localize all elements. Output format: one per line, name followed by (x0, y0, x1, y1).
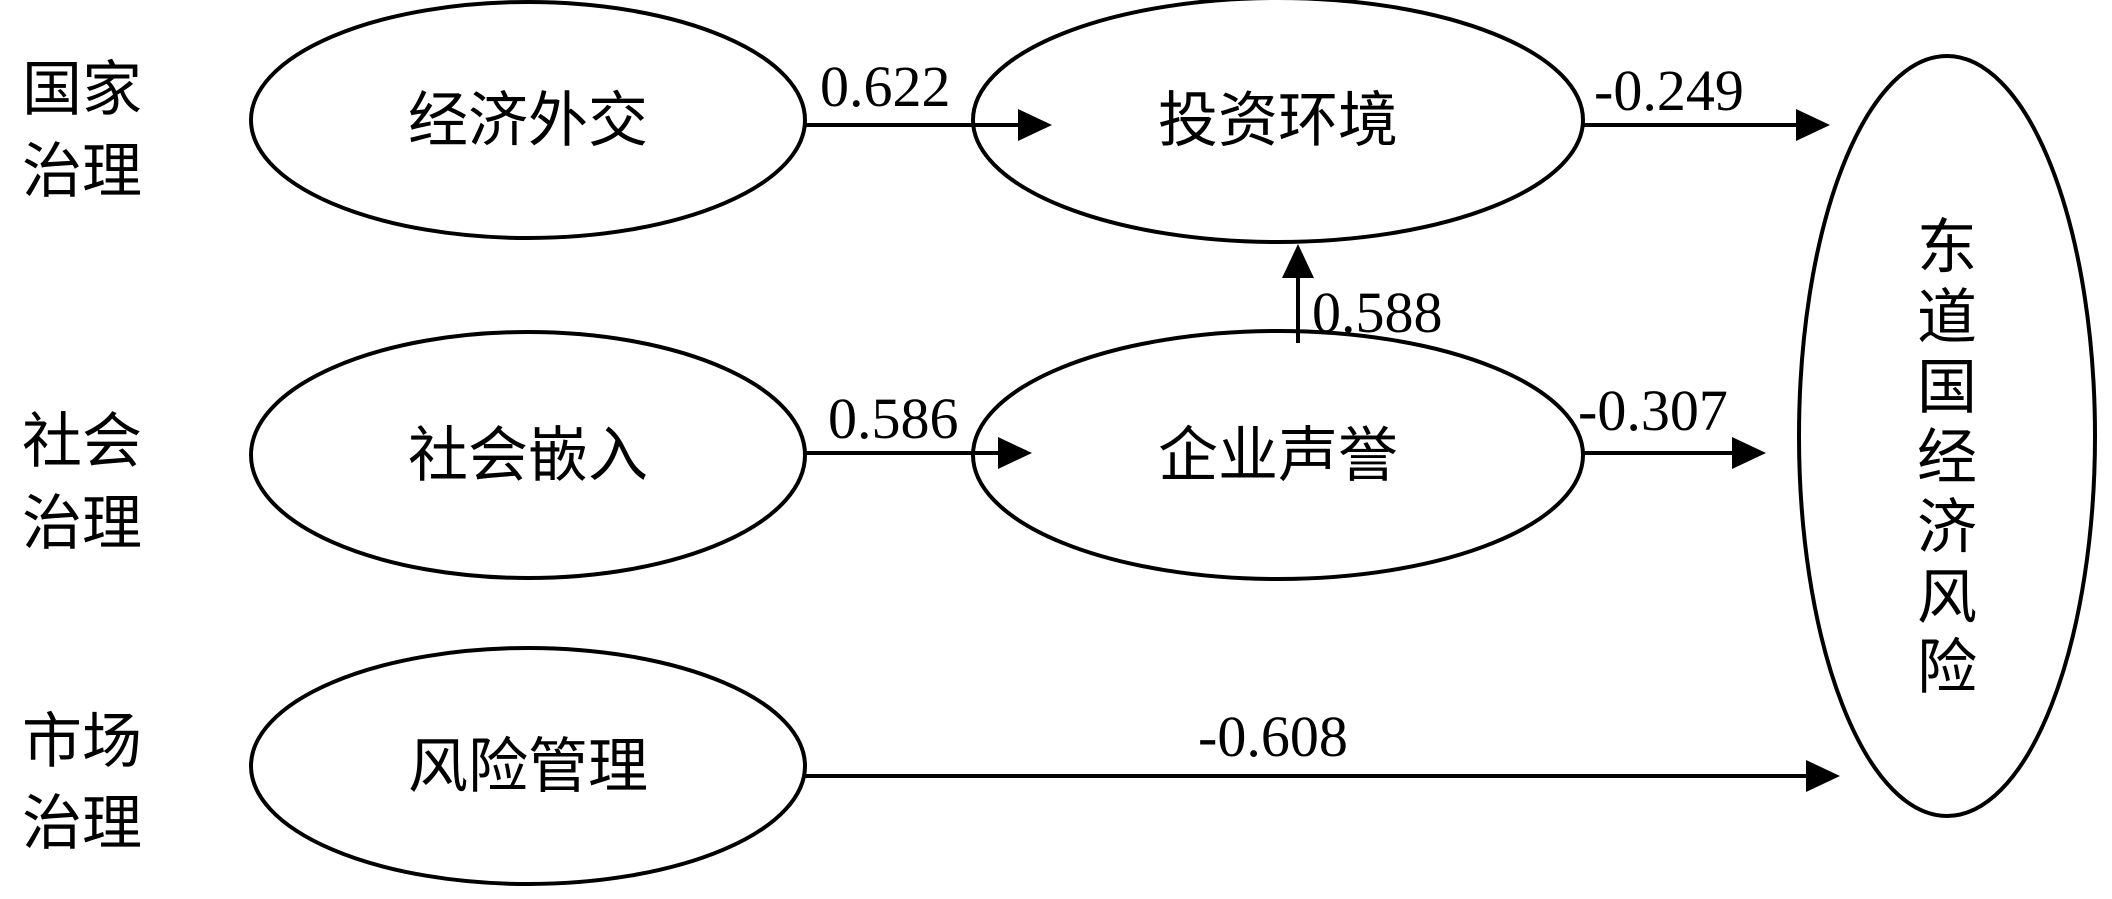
coef-environment-to-risk: -0.249 (1594, 58, 1744, 123)
svg-text:东: 东 (1917, 213, 1977, 283)
group-label-national: 国家 治理 (22, 55, 142, 207)
svg-text:国: 国 (1917, 353, 1977, 423)
node-investment-environment (971, 0, 1585, 244)
arrowhead-reputation-to-risk (1732, 437, 1766, 469)
svg-text:国家: 国家 (22, 55, 142, 125)
arrowhead-diplomacy-to-environment (1018, 109, 1052, 141)
arrowhead-reputation-to-environment (1282, 244, 1314, 278)
group-label-market: 市场 治理 (22, 707, 142, 859)
arrowhead-management-to-risk (1806, 760, 1840, 792)
coef-reputation-to-environment: 0.588 (1312, 280, 1443, 345)
node-risk-management-label: 风险管理 (408, 732, 648, 802)
svg-text:风: 风 (1917, 563, 1977, 633)
node-risk-management (249, 646, 807, 886)
coef-embedding-to-reputation: 0.586 (828, 386, 959, 451)
coef-reputation-to-risk: -0.307 (1578, 378, 1728, 443)
node-economic-diplomacy (249, 0, 807, 240)
coef-management-to-risk: -0.608 (1198, 704, 1348, 769)
svg-text:治理: 治理 (22, 489, 142, 559)
svg-text:社会: 社会 (22, 407, 142, 477)
group-label-social: 社会 治理 (22, 407, 142, 559)
svg-text:市场: 市场 (22, 707, 142, 777)
node-host-economic-risk-label: 东 道 国 经 济 风 险 (1917, 213, 1977, 703)
coef-diplomacy-to-environment: 0.622 (820, 54, 951, 119)
node-host-economic-risk (1797, 54, 2097, 818)
svg-text:济: 济 (1917, 493, 1977, 563)
svg-text:治理: 治理 (22, 789, 142, 859)
svg-text:险: 险 (1917, 633, 1977, 703)
svg-text:经: 经 (1917, 423, 1977, 493)
node-social-embedding-label: 社会嵌入 (408, 421, 648, 491)
node-investment-environment-label: 投资环境 (1158, 86, 1398, 156)
node-corporate-reputation-label: 企业声誉 (1158, 421, 1398, 491)
svg-text:治理: 治理 (22, 137, 142, 207)
node-economic-diplomacy-label: 经济外交 (408, 86, 648, 156)
arrowhead-embedding-to-reputation (998, 437, 1032, 469)
svg-text:道: 道 (1917, 283, 1977, 353)
arrowhead-environment-to-risk (1796, 109, 1830, 141)
